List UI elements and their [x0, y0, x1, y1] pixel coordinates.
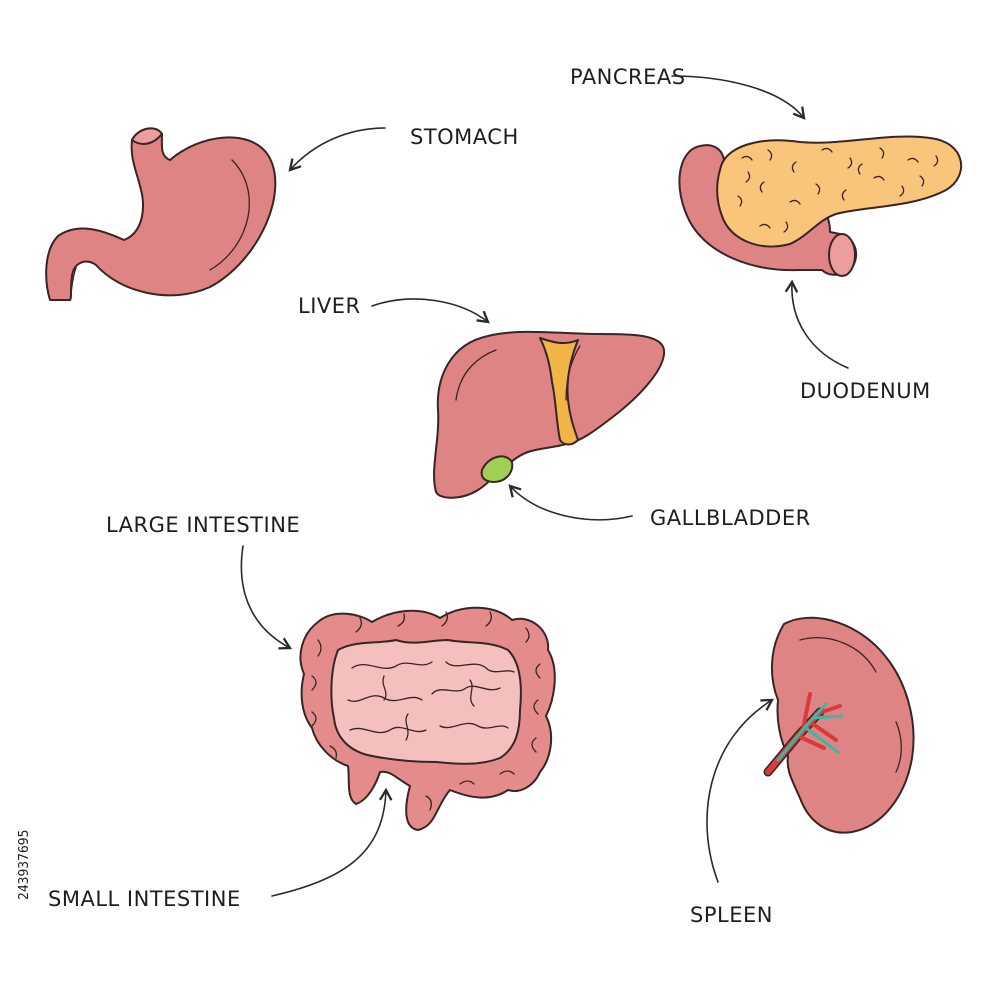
spleen-arrow: [706, 698, 774, 883]
liver-arrow: [371, 298, 490, 324]
liver-label: LIVER: [298, 294, 361, 318]
spleen-organ: [771, 616, 915, 834]
stomach-label: STOMACH: [410, 125, 519, 149]
stomach-organ: [45, 127, 277, 301]
pancreas-organ: [716, 135, 963, 248]
large-intestine-organ: [299, 606, 556, 831]
pancreas-arrow: [671, 75, 806, 120]
large-intestine-label: LARGE INTESTINE: [106, 513, 300, 537]
gallbladder-arrow: [508, 484, 633, 521]
pancreas-label: PANCREAS: [570, 65, 686, 89]
gallbladder-label: GALLBLADDER: [650, 506, 811, 530]
stock-id-text: 243937695: [17, 830, 32, 900]
duodenum-label: DUODENUM: [800, 379, 931, 403]
small-intestine-label: SMALL INTESTINE: [48, 887, 241, 911]
spleen-label: SPLEEN: [690, 903, 773, 927]
small-intestine-arrow: [271, 787, 393, 897]
large-intestine-arrow: [240, 545, 293, 650]
liver-organ: [433, 330, 666, 499]
stomach-arrow: [288, 127, 386, 172]
duodenum-arrow: [784, 279, 849, 369]
gallbladder-organ: [480, 455, 514, 483]
spleen-vessels: [763, 692, 844, 777]
